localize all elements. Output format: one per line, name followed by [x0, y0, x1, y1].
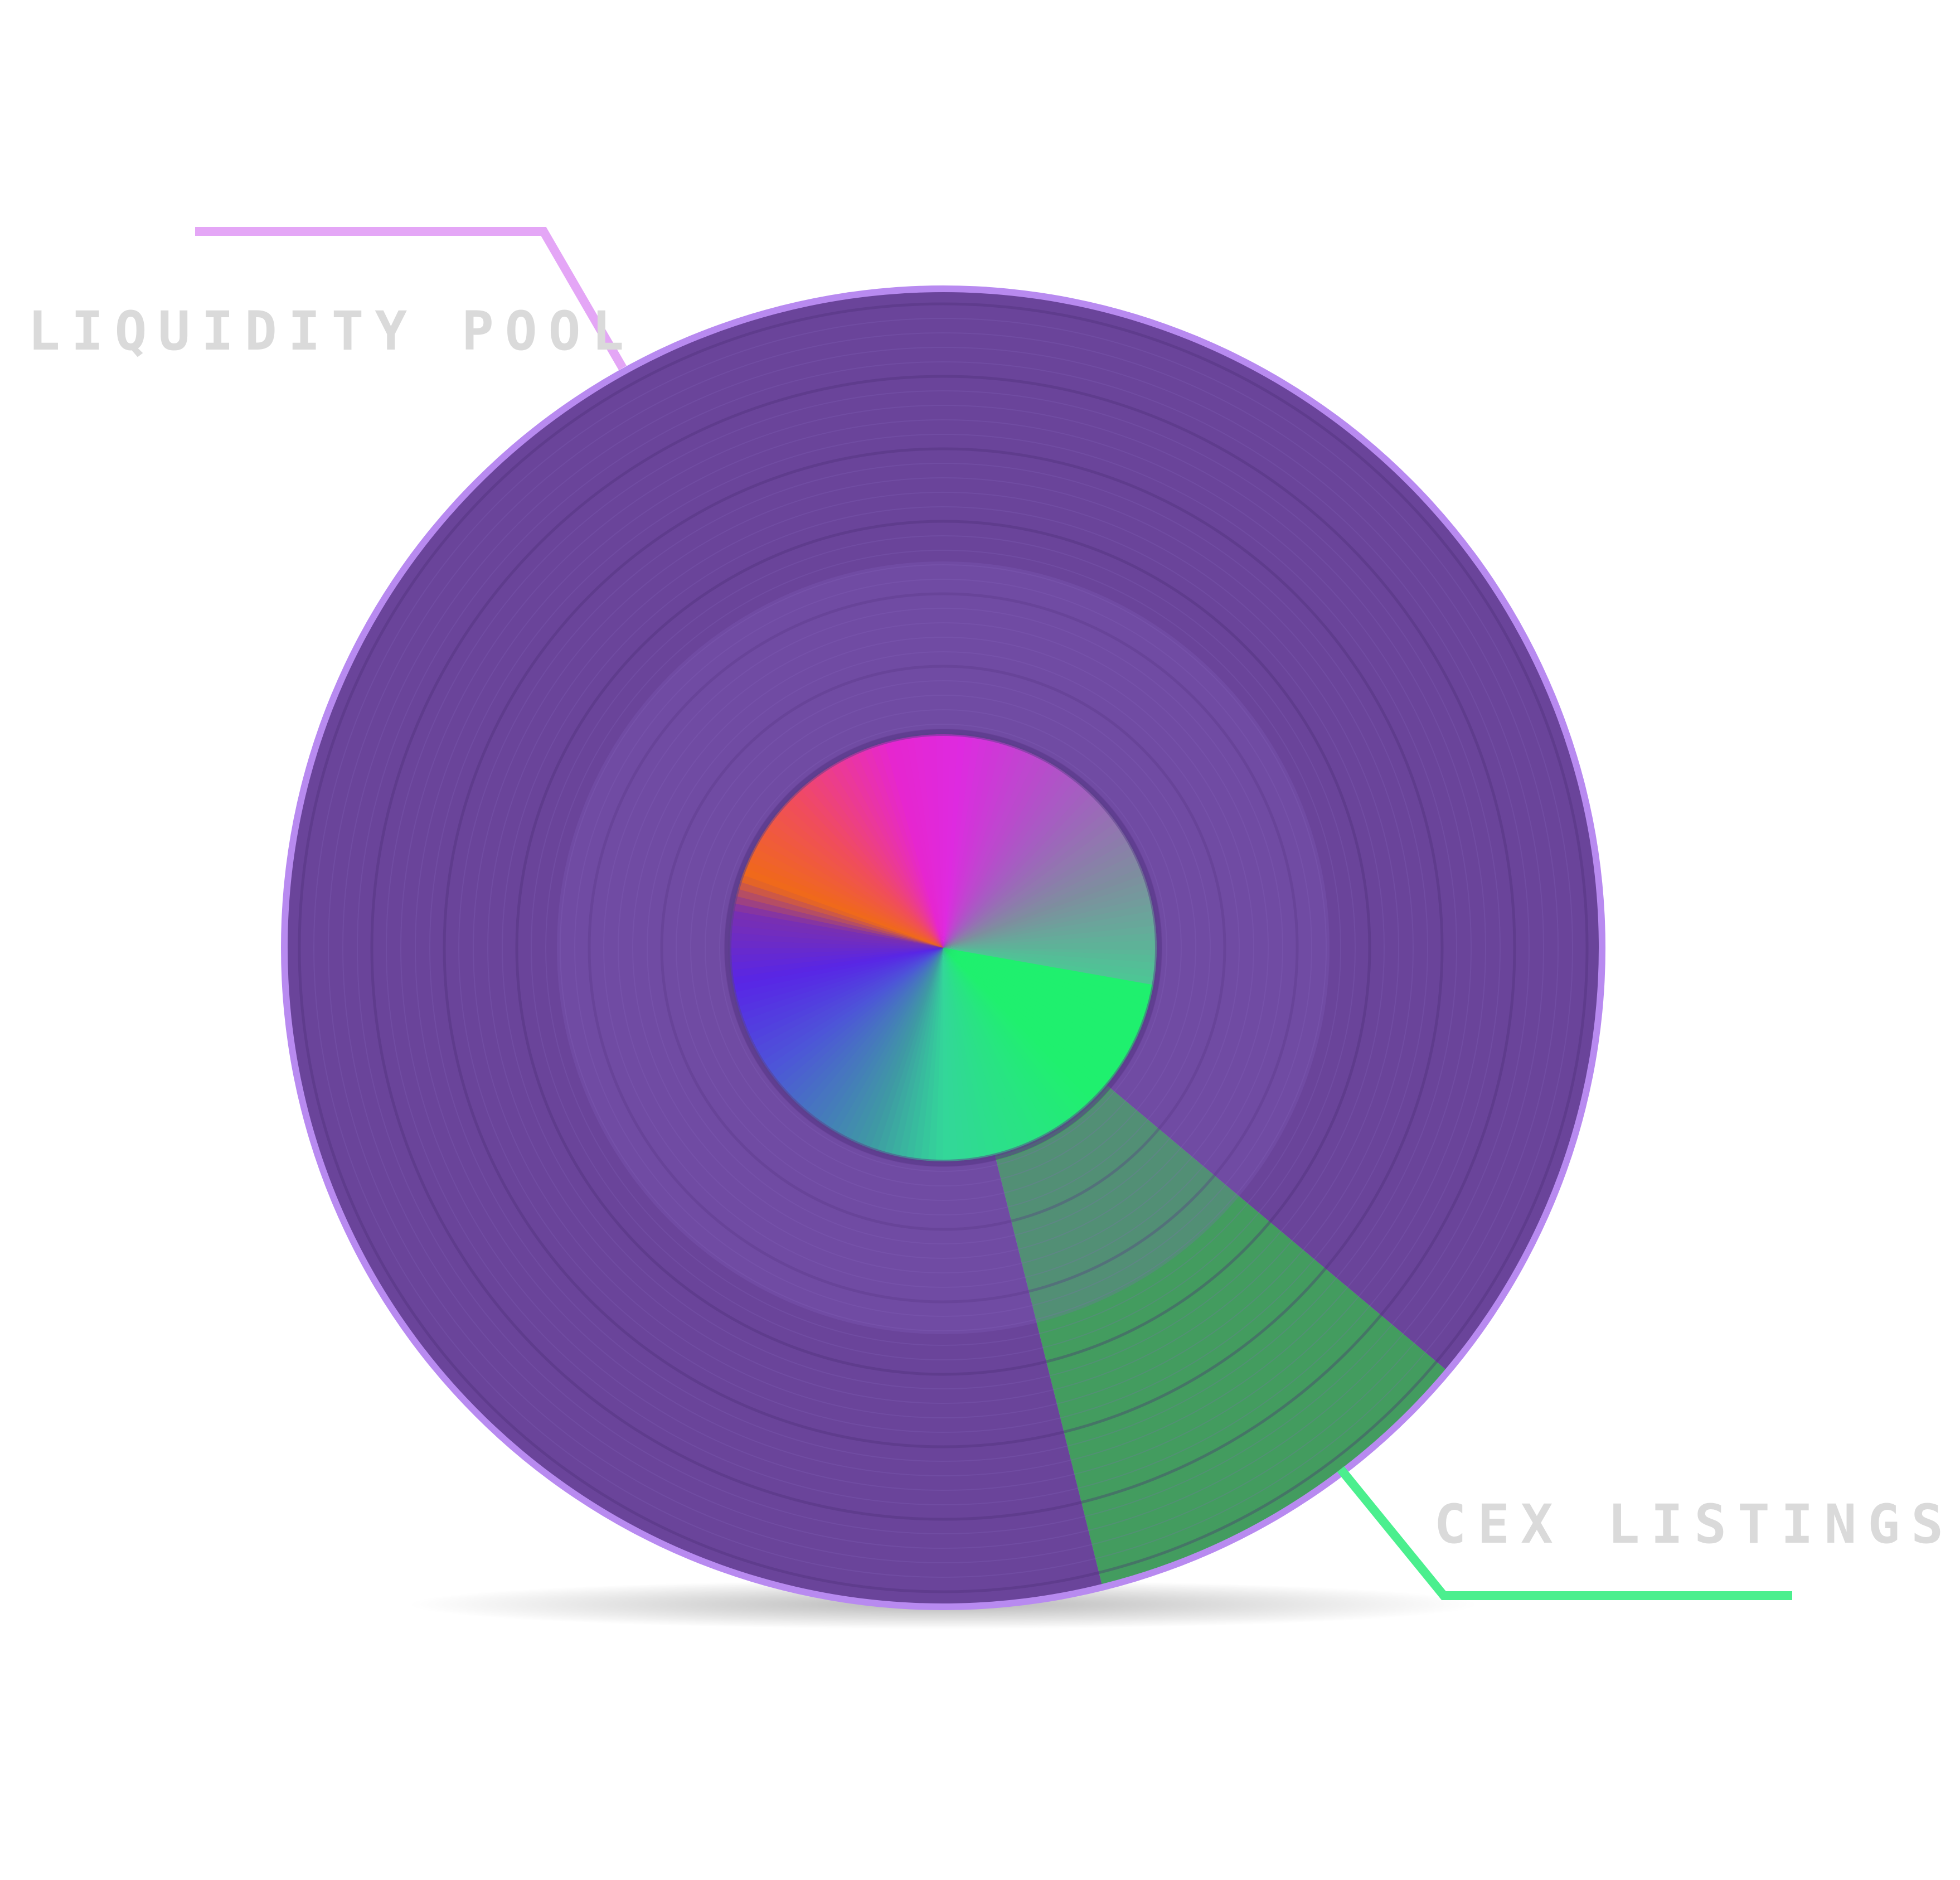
slice-label-liquidity-pool: LIQUIDITY POOL: [28, 300, 635, 362]
leader-line-liquidity-pool: [195, 227, 627, 371]
hub-glow: [557, 561, 1330, 1334]
slice-label-cex-listings: CEX LISTINGS: [1434, 1493, 1954, 1556]
leader-line-cex-listings: [1337, 1466, 1792, 1600]
disc-grooves: [298, 302, 1589, 1593]
center-hub: [725, 729, 1162, 1166]
